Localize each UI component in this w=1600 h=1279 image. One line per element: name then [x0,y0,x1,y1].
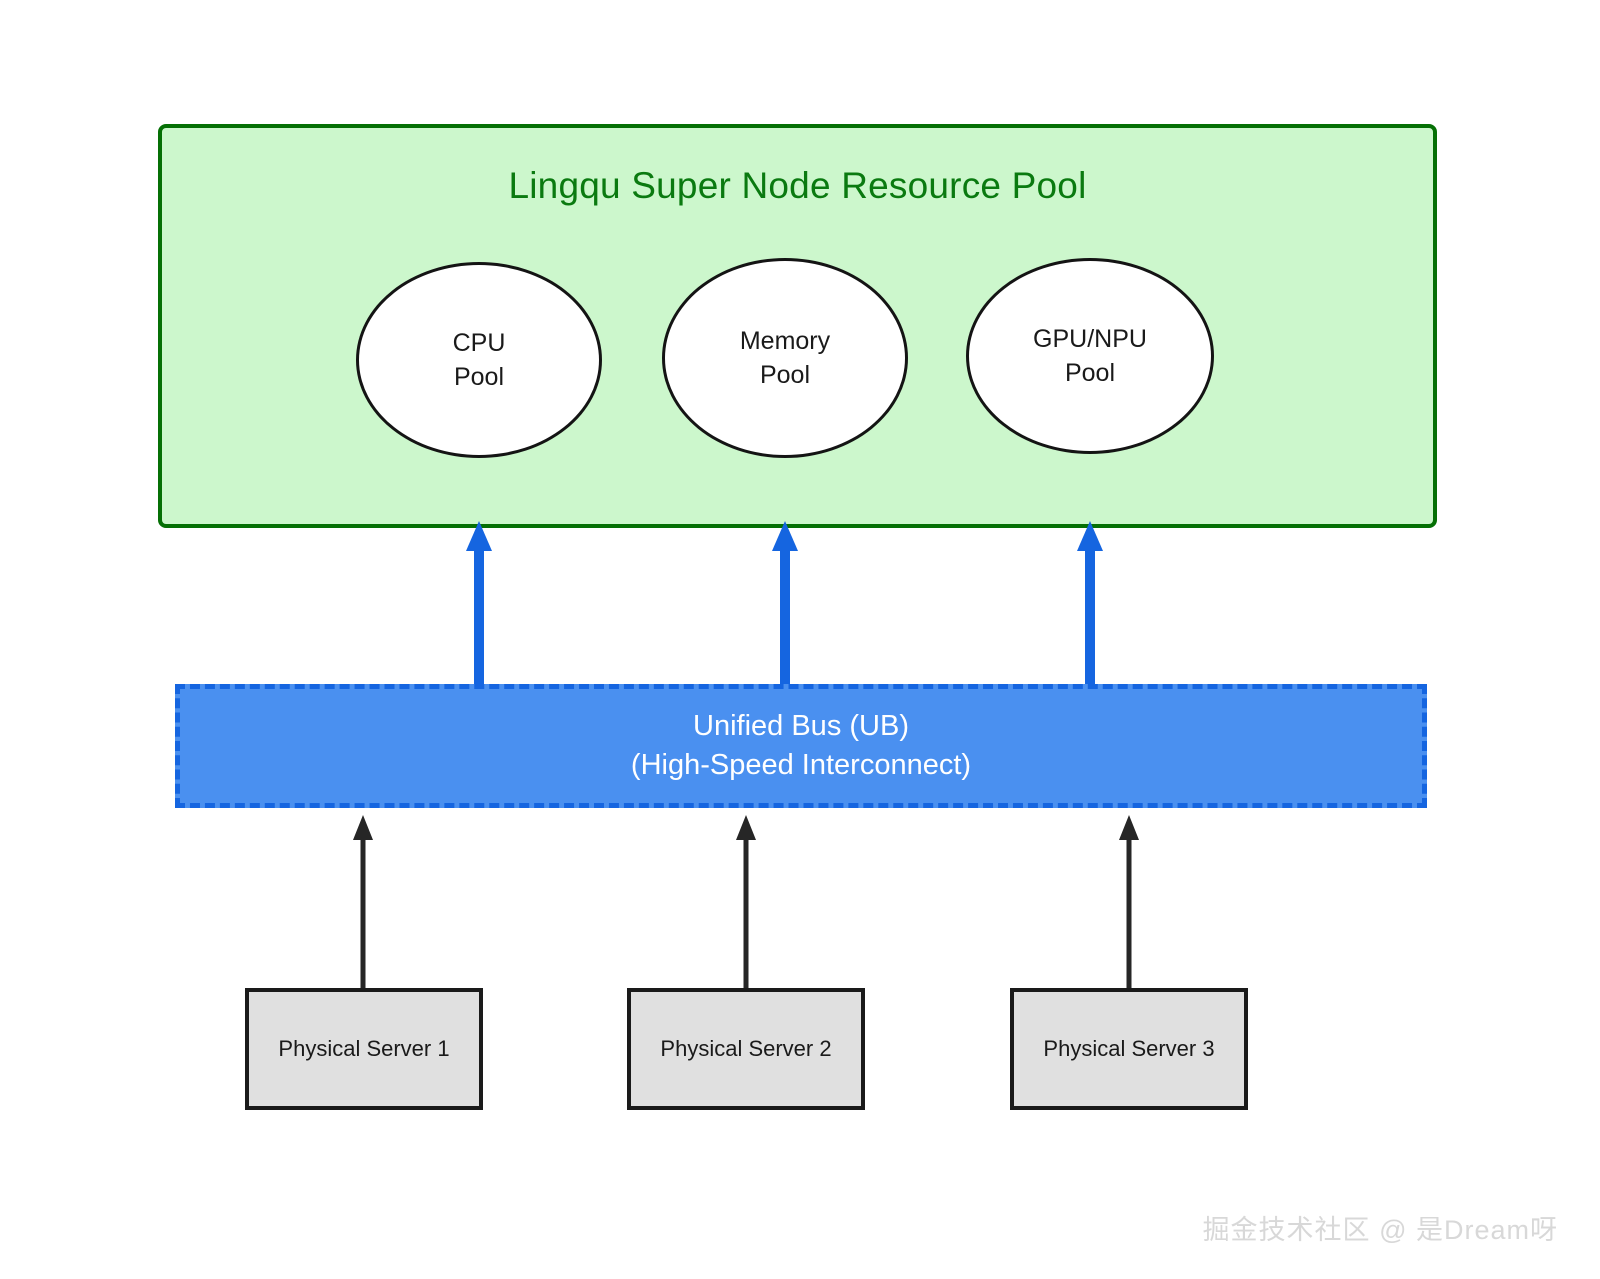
gpu-npu-pool-label-line2: Pool [1064,359,1116,387]
cpu-pool-node[interactable]: CPU Pool [356,262,602,458]
memory-pool-node[interactable]: Memory Pool [662,258,908,458]
physical-server-1-label: Physical Server 1 [278,1036,450,1061]
bus-to-cpu-pool-arrow [466,521,492,690]
cpu-pool-label-line2: Pool [453,363,505,391]
bus-to-gpu-npu-pool-arrow [1077,521,1103,690]
physical-server-1-node[interactable]: Physical Server 1 [245,988,483,1110]
memory-pool-label-line2: Pool [759,361,811,389]
unified-bus-label-line2: (High-Speed Interconnect) [630,749,972,781]
server-2-to-bus-arrow [736,815,756,994]
bus-to-memory-pool-arrow [772,521,798,690]
server-3-to-bus-arrow [1119,815,1139,994]
resource-pool-title: Lingqu Super Node Resource Pool [508,165,1087,206]
memory-pool-label-line1: Memory [739,327,831,355]
watermark: 掘金技术社区 @ 是Dream呀 [1202,1215,1558,1245]
physical-server-2-node[interactable]: Physical Server 2 [627,988,865,1110]
cpu-pool-label-line1: CPU [452,329,506,357]
unified-bus-container: Unified Bus (UB) (High-Speed Interconnec… [175,684,1427,808]
gpu-npu-pool-label-line1: GPU/NPU [1033,325,1147,353]
gpu-npu-pool-node[interactable]: GPU/NPU Pool [966,258,1214,454]
physical-server-3-label: Physical Server 3 [1043,1036,1215,1061]
physical-server-3-node[interactable]: Physical Server 3 [1010,988,1248,1110]
physical-server-2-label: Physical Server 2 [660,1036,832,1061]
server-1-to-bus-arrow [353,815,373,994]
unified-bus-label-line1: Unified Bus (UB) [693,710,909,743]
